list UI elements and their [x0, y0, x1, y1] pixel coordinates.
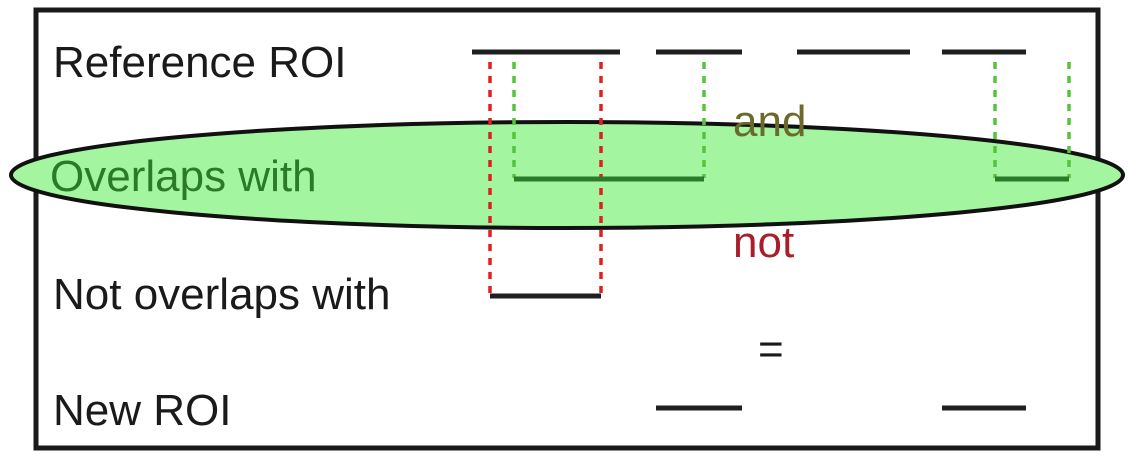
label-overlaps-with: Overlaps with [50, 152, 317, 201]
diagram-frame [33, 7, 1101, 451]
label-not-overlaps-with: Not overlaps with [53, 270, 390, 319]
overlaps-highlight-ellipse [9, 120, 1125, 230]
operator-and: and [733, 97, 806, 146]
operator-not: not [733, 218, 794, 267]
green-dashed-guides [512, 62, 1071, 178]
label-new-roi: New ROI [53, 386, 231, 435]
operator-equals: = [758, 325, 784, 374]
label-reference-roi: Reference ROI [53, 38, 346, 87]
